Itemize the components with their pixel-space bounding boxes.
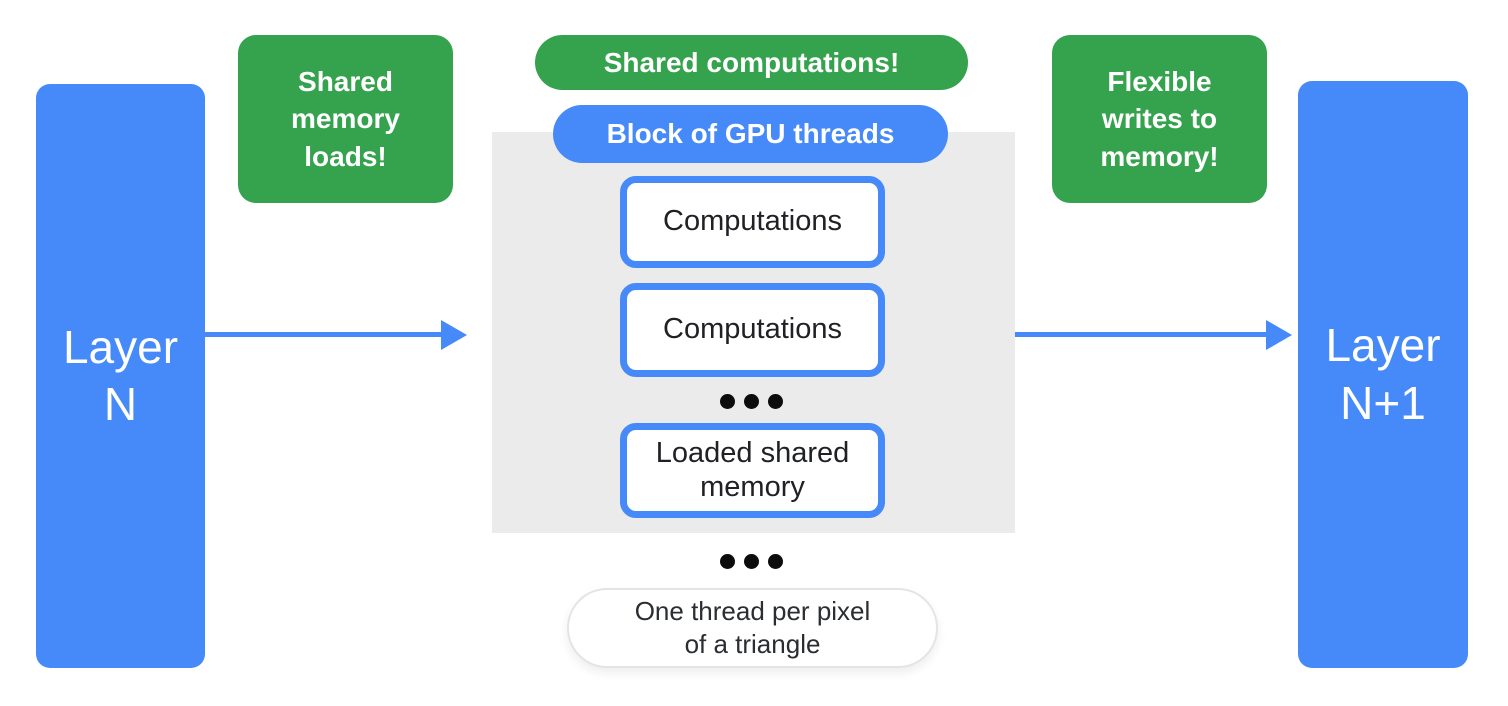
dot-icon xyxy=(768,554,783,569)
arrow-block-to-layer-n-plus-1-line xyxy=(1015,332,1266,337)
arrow-layer-n-to-block-line xyxy=(205,332,441,337)
dot-icon xyxy=(720,554,735,569)
callout-flexible-writes: Flexible writes to memory! xyxy=(1052,35,1267,203)
dot-icon xyxy=(720,394,735,409)
arrow-layer-n-to-block-head-icon xyxy=(441,320,467,350)
callout-shared-memory-loads: Shared memory loads! xyxy=(238,35,453,203)
computations-box-2: Computations xyxy=(620,283,885,377)
gpu-block-header-text: Block of GPU threads xyxy=(606,118,895,149)
callout-shared-computations-text: Shared computations! xyxy=(603,46,900,78)
layer-n-label-line2: N xyxy=(103,378,138,430)
ellipsis-dots-below-panel xyxy=(720,554,783,569)
layer-n-plus-1-label-line2: N+1 xyxy=(1340,376,1426,429)
dot-icon xyxy=(744,554,759,569)
callout-flexible-writes-text: Flexible writes to memory! xyxy=(1100,66,1219,172)
callout-shared-computations: Shared computations! xyxy=(535,35,968,90)
ellipsis-dots-inside-panel xyxy=(720,394,783,409)
computations-box-1-text: Computations xyxy=(663,205,842,238)
computations-box-2-text: Computations xyxy=(663,313,842,346)
dot-icon xyxy=(744,394,759,409)
callout-shared-memory-loads-text: Shared memory loads! xyxy=(291,66,400,172)
computations-box-1: Computations xyxy=(620,176,885,268)
layer-n-label-line1: Layer xyxy=(62,320,179,373)
arrow-block-to-layer-n-plus-1-head-icon xyxy=(1266,320,1292,350)
thread-per-pixel-note: One thread per pixel of a triangle xyxy=(567,588,938,668)
layer-n-box: Layer N xyxy=(36,84,205,668)
gpu-block-header: Block of GPU threads xyxy=(553,105,948,163)
thread-per-pixel-note-text: One thread per pixel of a triangle xyxy=(634,596,871,659)
loaded-shared-memory-text: Loaded shared memory xyxy=(655,437,850,503)
loaded-shared-memory-box: Loaded shared memory xyxy=(620,423,885,518)
dot-icon xyxy=(768,394,783,409)
layer-n-plus-1-box: Layer N+1 xyxy=(1298,81,1468,668)
layer-n-plus-1-label-line1: Layer xyxy=(1325,319,1441,372)
